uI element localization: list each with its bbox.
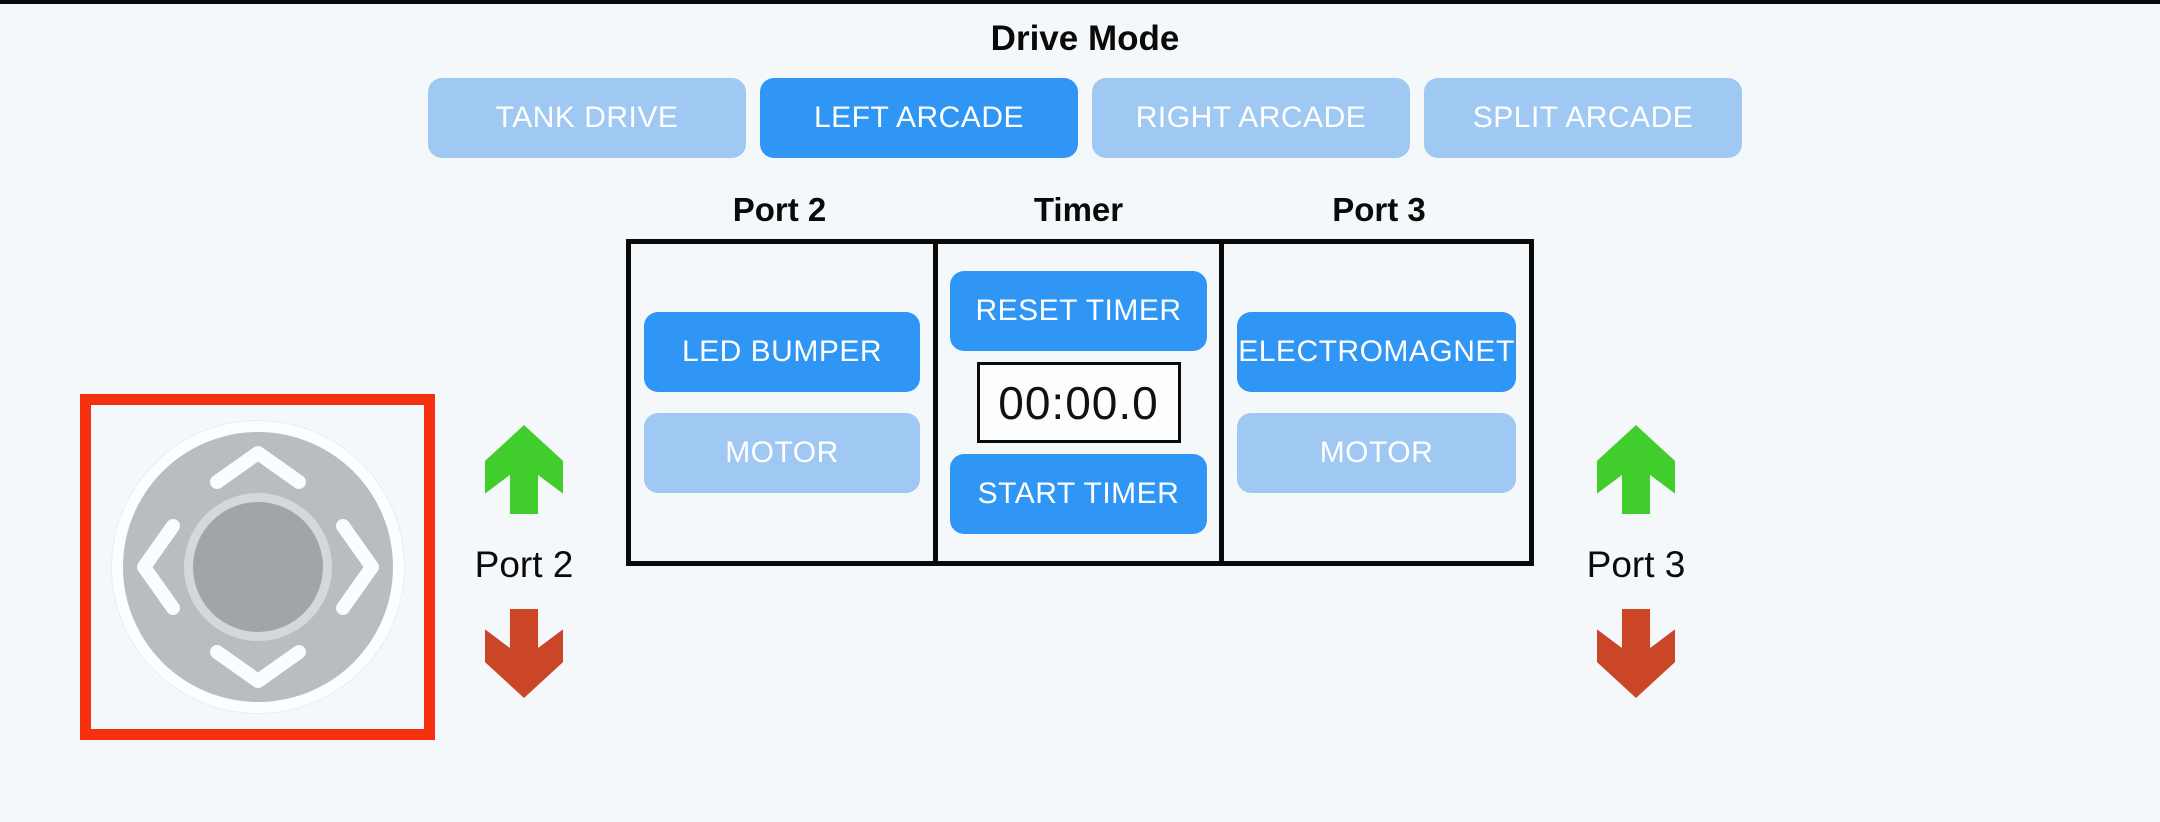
port3-indicator-label: Port 3 <box>1586 544 1686 585</box>
led-bumper-button[interactable]: LED BUMPER <box>644 312 920 392</box>
port2-green-up-arrow-icon <box>485 425 563 514</box>
right-chevron-icon <box>335 519 379 615</box>
port3-column-header: Port 3 <box>1332 191 1426 228</box>
port3-red-down-arrow-icon <box>1597 609 1675 698</box>
timer-display: 00:00.0 <box>976 362 1181 443</box>
joystick-highlight-frame <box>80 394 435 740</box>
split-arcade-button[interactable]: SPLIT ARCADE <box>1424 78 1742 158</box>
port2-cell: LED BUMPER MOTOR <box>631 244 933 561</box>
timer-column-header: Timer <box>1033 191 1124 228</box>
port2-indicator-label: Port 2 <box>474 544 574 585</box>
drive-mode-title: Drive Mode <box>990 19 1180 58</box>
port3-cell: ELECTROMAGNET MOTOR <box>1224 244 1529 561</box>
top-border <box>0 0 2160 4</box>
joystick-knob-ring <box>183 493 332 641</box>
port2-red-down-arrow-icon <box>485 609 563 698</box>
drive-mode-button-group: TANK DRIVE LEFT ARCADE RIGHT ARCADE SPLI… <box>428 78 1742 158</box>
timer-cell: RESET TIMER 00:00.0 START TIMER <box>933 244 1224 561</box>
port2-motor-button[interactable]: MOTOR <box>644 413 920 493</box>
port3-motor-button[interactable]: MOTOR <box>1237 413 1516 493</box>
joystick-knob[interactable] <box>192 502 323 632</box>
left-chevron-icon <box>136 519 180 615</box>
control-table: LED BUMPER MOTOR RESET TIMER 00:00.0 STA… <box>626 239 1534 566</box>
left-arcade-button[interactable]: LEFT ARCADE <box>760 78 1078 158</box>
tank-drive-button[interactable]: TANK DRIVE <box>428 78 746 158</box>
right-arcade-button[interactable]: RIGHT ARCADE <box>1092 78 1410 158</box>
down-chevron-icon <box>209 645 306 688</box>
start-timer-button[interactable]: START TIMER <box>950 454 1207 534</box>
electromagnet-button[interactable]: ELECTROMAGNET <box>1237 312 1516 392</box>
port2-column-header: Port 2 <box>732 191 827 228</box>
port3-green-up-arrow-icon <box>1597 425 1675 514</box>
reset-timer-button[interactable]: RESET TIMER <box>950 271 1207 351</box>
joystick-pad[interactable] <box>122 432 393 702</box>
up-chevron-icon <box>209 446 306 489</box>
joystick-base <box>110 420 405 714</box>
